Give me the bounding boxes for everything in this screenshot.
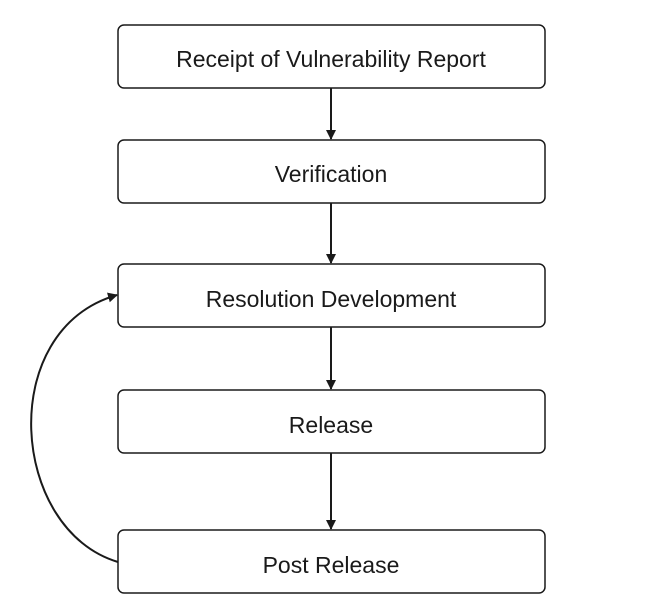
- step-verification: Verification: [117, 139, 546, 204]
- step-label: Receipt of Vulnerability Report: [176, 46, 486, 72]
- step-label: Release: [289, 412, 373, 438]
- step-post-release: Post Release: [117, 529, 546, 594]
- step-receipt-of-vulnerability-report: Receipt of Vulnerability Report: [117, 24, 546, 89]
- step-release: Release: [117, 389, 546, 454]
- arrow-loop-post-release-to-resolution: [30, 292, 119, 563]
- step-resolution-development: Resolution Development: [117, 263, 546, 328]
- step-label: Resolution Development: [206, 286, 457, 312]
- step-label: Post Release: [263, 552, 400, 578]
- step-label: Verification: [275, 161, 388, 187]
